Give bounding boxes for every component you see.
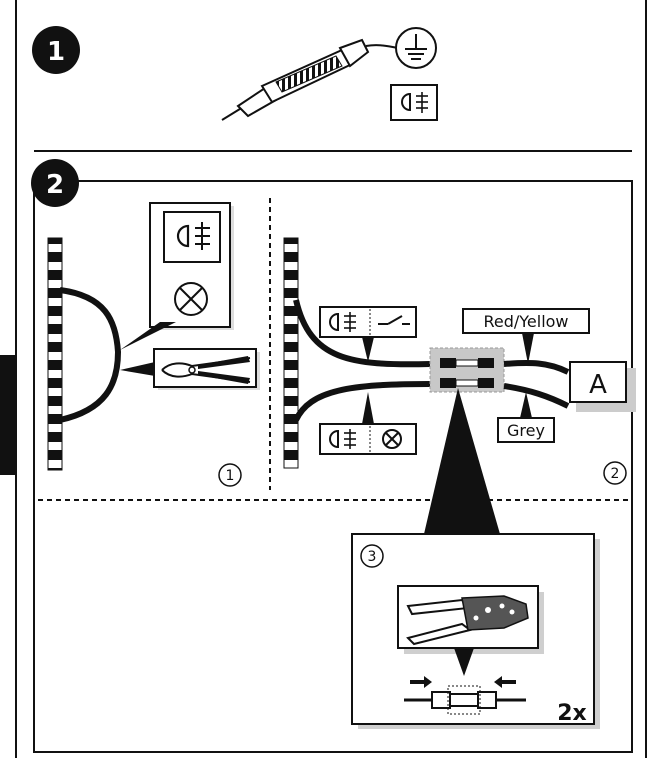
subpanel-2-number: 2 bbox=[611, 466, 620, 482]
switch-icon bbox=[378, 315, 410, 325]
subpanel-1-badge bbox=[218, 463, 242, 487]
butt-connector-icon bbox=[404, 676, 526, 715]
detail-pointer bbox=[424, 388, 500, 534]
wire-label-grey-text: Grey bbox=[507, 421, 545, 440]
page-edge-tab bbox=[0, 355, 16, 475]
step-1-number: 1 bbox=[47, 37, 65, 67]
wiring-harness bbox=[47, 237, 63, 471]
ground-symbol-icon bbox=[395, 27, 437, 69]
callout-pointer bbox=[522, 333, 534, 364]
subpanel-3-badge bbox=[360, 544, 384, 568]
subpanel-2: Red/Yellow Grey A 2 bbox=[283, 237, 636, 485]
fog-light-icon bbox=[176, 222, 210, 250]
fog-light-icon bbox=[329, 429, 356, 449]
callout-pointer bbox=[454, 648, 474, 676]
step-2-number: 2 bbox=[46, 170, 64, 200]
subpanel-2-badge bbox=[603, 461, 627, 485]
subpanel-3-number: 3 bbox=[368, 549, 377, 565]
connector-a-label: A bbox=[589, 370, 607, 400]
crimping-tool-icon bbox=[406, 595, 529, 646]
wire-red-yellow bbox=[503, 359, 570, 375]
subpanel-1: 1 bbox=[47, 202, 260, 487]
butt-connector-icon bbox=[440, 358, 494, 388]
wire-label-red-yellow-text: Red/Yellow bbox=[483, 312, 568, 331]
wire-cutter-icon bbox=[161, 356, 251, 384]
test-light-icon bbox=[221, 38, 399, 121]
callout-pointer bbox=[120, 322, 176, 350]
callout-pointer bbox=[362, 392, 374, 424]
wire-upper bbox=[293, 299, 431, 368]
fog-light-icon bbox=[390, 84, 438, 121]
callout-pointer bbox=[362, 337, 374, 362]
step-2: 2 bbox=[31, 159, 636, 753]
quantity-label: 2x bbox=[557, 701, 587, 726]
step-2-frame bbox=[33, 180, 633, 753]
connector-a-box bbox=[569, 361, 627, 403]
switch-card bbox=[319, 306, 417, 338]
wire-loop bbox=[59, 287, 122, 423]
wiring-harness bbox=[283, 237, 299, 469]
step-1-badge bbox=[32, 26, 80, 74]
lamp-icon bbox=[174, 282, 208, 316]
fog-light-icon bbox=[329, 312, 356, 332]
wire-grey bbox=[503, 383, 570, 409]
wire-lower bbox=[293, 381, 431, 422]
subpanel-3: 3 2x bbox=[351, 533, 600, 729]
wire-label-red-yellow bbox=[462, 308, 590, 334]
callout-pointer bbox=[120, 362, 155, 376]
subpanel-1-number: 1 bbox=[226, 468, 235, 484]
callout-pointer bbox=[520, 392, 532, 418]
step-2-badge bbox=[31, 159, 79, 207]
lamp-icon bbox=[382, 429, 402, 449]
step-1: 1 bbox=[32, 26, 632, 152]
wire-label-grey bbox=[497, 417, 555, 443]
